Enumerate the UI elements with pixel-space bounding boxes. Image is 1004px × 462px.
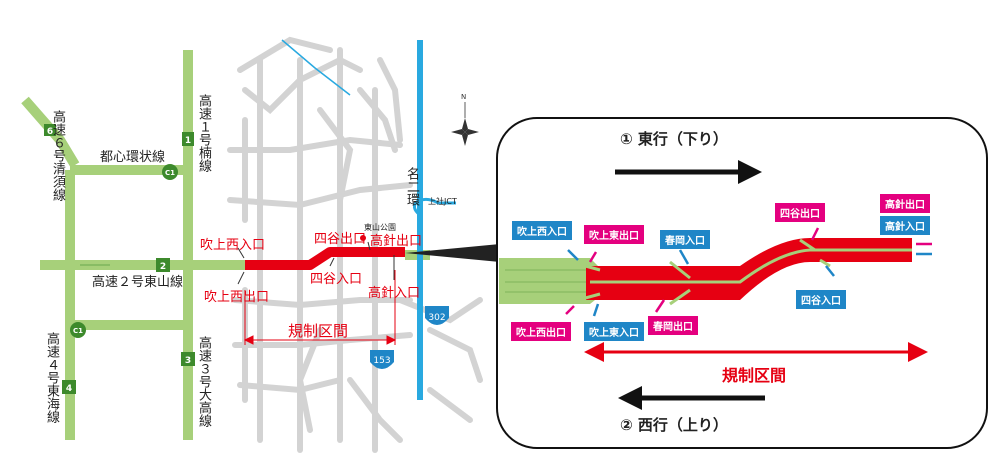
route1-label: 高速１号楠線	[196, 94, 211, 172]
ramp-arrows	[565, 227, 932, 317]
route-302-shield	[425, 306, 449, 325]
restriction-extent-arrow	[243, 270, 397, 345]
fukiage-west-out-label: 吹上西出口	[204, 290, 270, 305]
thin-road-line	[281, 39, 351, 96]
badge-haruoka-out: 春岡出口	[648, 316, 698, 335]
fukiage-west-in-label: 吹上西入口	[200, 238, 266, 253]
badge-haruoka-in: 春岡入口	[660, 230, 710, 249]
route2-label: 高速２号東山線	[92, 275, 184, 290]
meiniikan-label: 名二環	[404, 167, 419, 206]
expressways	[21, 50, 430, 440]
badge-takabari-in: 高針入口	[880, 216, 930, 235]
westbound-arrow-icon	[618, 386, 765, 410]
inset-pointer	[405, 244, 500, 262]
route-153-shield	[370, 350, 394, 369]
yotsuya-in-label: 四谷入口	[310, 272, 363, 287]
higashiyama-park-dot	[360, 235, 366, 241]
badge-yotsuya-out: 四谷出口	[775, 203, 825, 222]
eastbound-label: ① 東行（下り）	[620, 130, 728, 148]
inset-green-road	[499, 258, 600, 304]
badge-fukiage-east-in: 吹上東入口	[584, 322, 644, 341]
route3-number: 3	[185, 356, 191, 366]
c1-marker-bottom: C1	[73, 327, 83, 335]
inset-restriction-arrow	[584, 342, 928, 362]
compass-north: N	[461, 93, 466, 101]
kamiyashiro-jct-label: 上社JCT	[428, 197, 457, 206]
c1-marker-top: C1	[165, 169, 175, 177]
inset-restriction-label: 規制区間	[722, 366, 787, 385]
route3-label: 高速３号大高線	[196, 336, 211, 427]
inset-restricted-road	[586, 238, 912, 300]
badge-fukiage-west-in: 吹上西入口	[512, 221, 572, 240]
eastbound-arrow-icon	[615, 160, 762, 184]
route1-number: 1	[185, 136, 191, 146]
kamiyashiro-jct-loop	[413, 197, 456, 217]
higashiyama-park-label: 東山公園	[364, 223, 396, 232]
route-153-number: 153	[373, 356, 390, 366]
badge-takabari-out: 高針出口	[880, 194, 930, 213]
restricted-section	[245, 247, 405, 270]
takabari-out-label: 高針出口	[370, 234, 423, 249]
westbound-label: ② 西行（上り）	[620, 416, 728, 434]
route4-number: 4	[66, 384, 72, 394]
badge-yotsuya-in: 四谷入口	[796, 290, 846, 309]
route4-label: 高速４号東海線	[44, 332, 59, 423]
restriction-label: 規制区間	[288, 322, 349, 340]
compass-icon	[451, 102, 479, 146]
yotsuya-out-label: 四谷出口	[314, 232, 367, 247]
route-markers	[44, 124, 195, 394]
route6-number: 6	[47, 127, 53, 137]
route-302-number: 302	[428, 313, 445, 323]
badge-fukiage-west-out: 吹上西出口	[511, 322, 571, 341]
badge-fukiage-east-out: 吹上東出口	[584, 225, 644, 244]
takabari-in-label: 高針入口	[368, 286, 421, 301]
ring-road-label: 都心環状線	[100, 150, 166, 165]
route2-number: 2	[160, 262, 166, 272]
route6-label: 高速６号清須線	[50, 110, 65, 201]
